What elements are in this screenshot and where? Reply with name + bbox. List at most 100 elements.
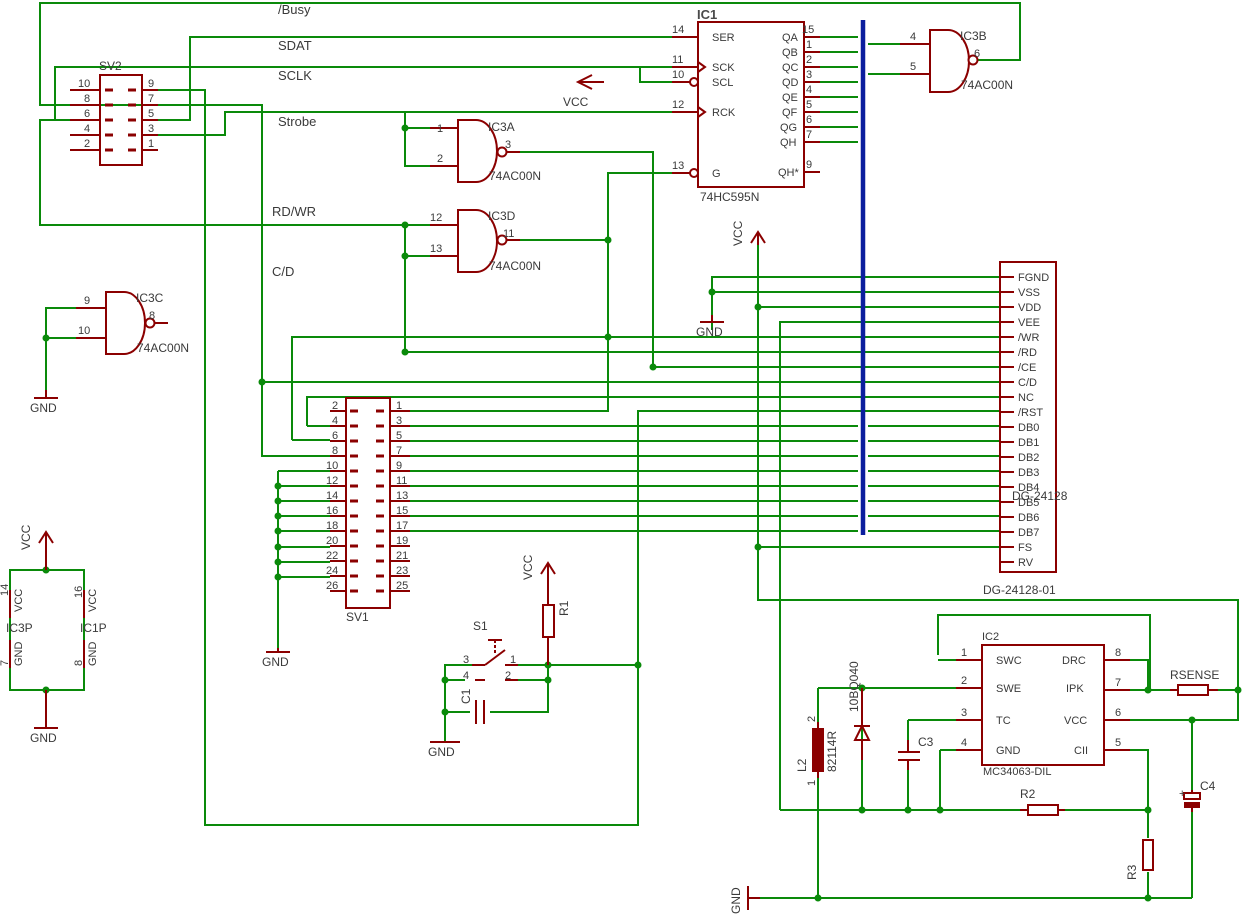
ic1p-gnd: GND <box>87 642 99 667</box>
connector-sv2: SV2 10 8 6 4 2 9 7 5 3 1 <box>70 59 158 166</box>
sv2-pin-r2: 7 <box>148 93 154 105</box>
sv1-pin-l12: 26 <box>326 580 338 592</box>
ic1-num-15: 15 <box>802 24 814 36</box>
ic1-shift-register: IC1 74HC595N SER SCK SCL RCK G 14 11 10 … <box>563 7 820 204</box>
sv1-pin-r2: 5 <box>396 430 402 442</box>
ic1-pin-scl: SCL <box>712 77 733 89</box>
ic3c-value: 74AC00N <box>137 341 189 355</box>
ic2-label: IC2 <box>982 631 999 643</box>
net-labels: /Busy SDAT SCLK Strobe RD/WR C/D <box>272 2 316 279</box>
sv1-pin-l11: 24 <box>326 565 338 577</box>
ic3b-pin4: 4 <box>910 31 916 43</box>
sv1-pin-r4: 9 <box>396 460 402 472</box>
wires <box>9 2 1239 899</box>
ic2-num8: 8 <box>1115 647 1121 659</box>
ic2-gnd: GND <box>996 745 1021 757</box>
ic3d-label: IC3D <box>488 209 516 223</box>
svg-text:+: + <box>1179 788 1185 800</box>
gnd-lcd: GND <box>696 325 723 339</box>
ic1-pin-qd: QD <box>782 77 799 89</box>
ic3p-pin14: 14 <box>0 584 11 596</box>
ic3a-pin2: 2 <box>437 153 443 165</box>
ic2-ipk: IPK <box>1066 683 1084 695</box>
ic3a-pin1: 1 <box>437 123 443 135</box>
sv1-pin-l7: 16 <box>326 505 338 517</box>
ic1-num-1: 1 <box>806 39 812 51</box>
ic2-drc: DRC <box>1062 655 1086 667</box>
ic3p-label: IC3P <box>6 621 33 635</box>
ic3p-gnd: GND <box>13 642 25 667</box>
ic1p-label: IC1P <box>80 621 107 635</box>
r2-label: R2 <box>1020 787 1036 801</box>
lcd-pin-9: /RST <box>1018 407 1043 419</box>
net-rdwr: RD/WR <box>272 204 316 219</box>
ic1-pin-g: G <box>712 168 721 180</box>
power-pins-block: IC3P IC1P 14 VCC 7 GND 16 VCC 8 GND <box>0 584 107 668</box>
sv1-pin-r7: 15 <box>396 505 408 517</box>
ic1-pin-qhs: QH* <box>778 167 800 179</box>
junctions <box>42 124 1242 902</box>
sv1-pin-r3: 7 <box>396 445 402 457</box>
lcd-value: DG-24128-01 <box>983 583 1056 597</box>
sv2-contacts <box>105 88 136 152</box>
lcd-pin-6: /CE <box>1018 362 1036 374</box>
power-symbols: GND GND VCC GND VCC GND VCC GND GND <box>19 220 766 914</box>
net-busy: /Busy <box>278 2 311 17</box>
lcd-pin-17: DB7 <box>1018 527 1039 539</box>
ic2-num1: 1 <box>961 647 967 659</box>
vcc-power-pins: VCC <box>19 524 33 550</box>
ic1-num-10: 10 <box>672 69 684 81</box>
gate-ic3a: IC3A 74AC00N 1 2 3 <box>430 119 541 183</box>
net-sdat: SDAT <box>278 38 312 53</box>
ic3a-pin3: 3 <box>505 139 511 151</box>
ic1-num-12: 12 <box>672 99 684 111</box>
ic1-num-2: 2 <box>806 54 812 66</box>
ic2-swe: SWE <box>996 683 1021 695</box>
ic1-num-14: 14 <box>672 24 684 36</box>
sv2-pin-r3: 5 <box>148 108 154 120</box>
ic1-pin-qa: QA <box>782 32 799 44</box>
c4-label: C4 <box>1200 779 1216 793</box>
ic2-tc: TC <box>996 715 1011 727</box>
lcd-pin-1: VSS <box>1018 287 1040 299</box>
c1-label: C1 <box>459 688 473 704</box>
lcd-pin-11: DB1 <box>1018 437 1039 449</box>
ic3b-value: 74AC00N <box>961 78 1013 92</box>
diode-value: 10BQ040 <box>847 661 861 712</box>
ic3c-pin9: 9 <box>84 295 90 307</box>
ic2-vcc: VCC <box>1064 715 1087 727</box>
rsense-label: RSENSE <box>1170 668 1219 682</box>
r3-label: R3 <box>1125 864 1139 880</box>
gate-ic3c: IC3C 74AC00N 9 10 8 <box>76 291 189 355</box>
sv2-pin-l2: 8 <box>84 93 90 105</box>
ic1p-pin16: 16 <box>73 586 85 598</box>
lcd-pin-19: RV <box>1018 557 1034 569</box>
sv1-pin-r6: 13 <box>396 490 408 502</box>
ic1p-vcc: VCC <box>87 589 99 612</box>
sv1-pin-l1: 4 <box>332 415 338 427</box>
sv1-pin-r9: 19 <box>396 535 408 547</box>
ic1-pin-rck: RCK <box>712 107 736 119</box>
ic3a-label: IC3A <box>488 120 515 134</box>
sv2-pin-r5: 1 <box>148 138 154 150</box>
lcd-pin-12: DB2 <box>1018 452 1039 464</box>
ic2-cii: CII <box>1074 745 1088 757</box>
ic1-num-7: 7 <box>806 129 812 141</box>
sv2-pin-r1: 9 <box>148 78 154 90</box>
sv1-pin-l5: 12 <box>326 475 338 487</box>
sv1-pin-r11: 23 <box>396 565 408 577</box>
ic1-pin-qg: QG <box>780 122 797 134</box>
sv1-pin-l4: 10 <box>326 460 338 472</box>
lcd-module: DG-24128 DG-24128-01 FGNDVSSVDDVEE/WR/RD… <box>983 261 1068 597</box>
ic3c-pin10: 10 <box>78 325 90 337</box>
reset-circuit: R1 S1 3 4 1 2 C1 <box>459 600 571 724</box>
gate-ic3b: IC3B 74AC00N 4 5 6 <box>900 29 1013 93</box>
ic2-value: MC34063-DIL <box>983 766 1051 778</box>
lcd-pin-3: VEE <box>1018 317 1040 329</box>
sv2-pin-l4: 4 <box>84 123 90 135</box>
ic3d-pin11: 11 <box>503 228 514 240</box>
s1-pin2: 2 <box>505 670 511 682</box>
lcd-pin-2: VDD <box>1018 302 1041 314</box>
gnd-power-pins: GND <box>30 731 57 745</box>
